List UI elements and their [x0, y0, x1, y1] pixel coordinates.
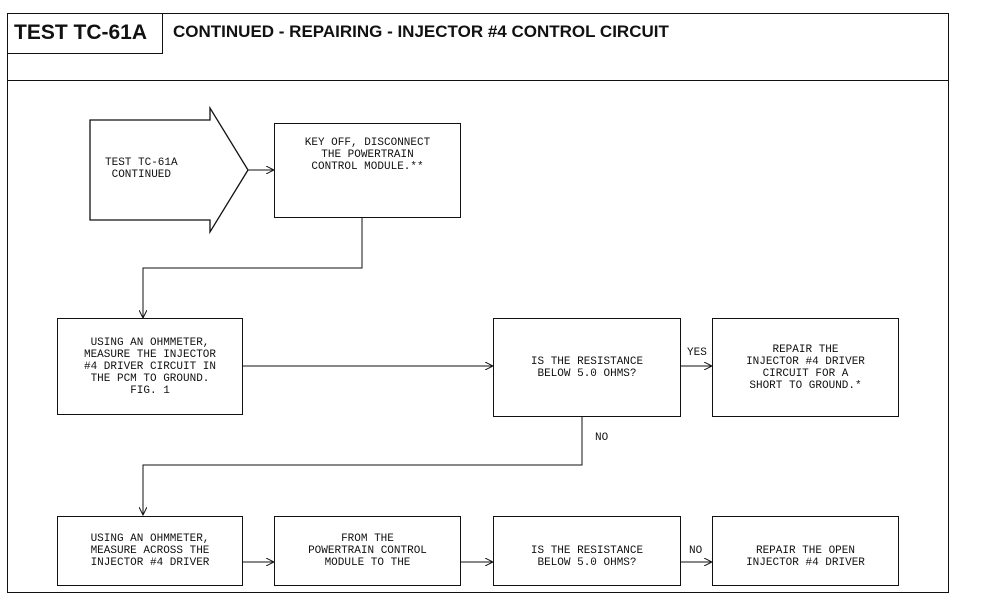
no-label-2: NO — [689, 545, 703, 557]
decision-resistance-2: IS THE RESISTANCE BELOW 5.0 OHMS? — [493, 516, 681, 586]
connector-lines — [89, 105, 982, 574]
yes-label: YES — [687, 347, 707, 359]
step-repair-short: REPAIR THE INJECTOR #4 DRIVER CIRCUIT FO… — [712, 318, 899, 417]
no-label-1: NO — [595, 432, 609, 444]
step-repair-open: REPAIR THE OPEN INJECTOR #4 DRIVER — [712, 516, 899, 586]
step-ohmmeter-across: USING AN OHMMETER, MEASURE ACROSS THE IN… — [57, 516, 243, 586]
header-band — [7, 13, 949, 81]
decision-resistance-1: IS THE RESISTANCE BELOW 5.0 OHMS? — [493, 318, 681, 417]
step-key-off: KEY OFF, DISCONNECT THE POWERTRAIN CONTR… — [274, 123, 461, 218]
step-from-pcm: FROM THE POWERTRAIN CONTROL MODULE TO TH… — [274, 516, 461, 586]
page-title: CONTINUED - REPAIRING - INJECTOR #4 CONT… — [173, 22, 669, 41]
flowchart-page: TEST TC-61A CONTINUED - REPAIRING - INJE… — [7, 13, 982, 593]
start-label: TEST TC-61A CONTINUED — [105, 157, 178, 181]
connector-q1-no — [143, 416, 583, 515]
start-arrow-shape — [89, 105, 249, 235]
connector-keyoff-ohmmeter — [143, 217, 363, 318]
test-id: TEST TC-61A — [7, 13, 163, 54]
step-ohmmeter-driver: USING AN OHMMETER, MEASURE THE INJECTOR … — [57, 318, 243, 415]
